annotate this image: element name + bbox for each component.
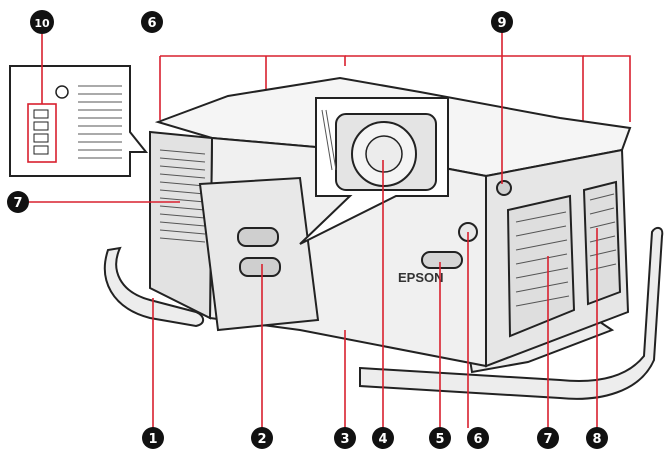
callout-5: 5 bbox=[429, 427, 451, 449]
svg-text:6: 6 bbox=[473, 432, 482, 447]
svg-text:9: 9 bbox=[497, 16, 506, 31]
svg-text:7: 7 bbox=[543, 432, 552, 447]
callout-7-left: 7 bbox=[7, 191, 29, 213]
callout-2: 2 bbox=[251, 427, 273, 449]
right-side-vent bbox=[506, 180, 622, 338]
callout-8: 8 bbox=[586, 427, 608, 449]
lens-cover bbox=[198, 176, 320, 332]
lens-inset bbox=[299, 97, 449, 245]
callout-6-bottom: 6 bbox=[467, 427, 489, 449]
svg-text:4: 4 bbox=[378, 432, 387, 447]
brand-label: EPSON bbox=[398, 270, 444, 285]
svg-text:7: 7 bbox=[13, 196, 22, 211]
svg-text:10: 10 bbox=[34, 17, 50, 30]
callout-4: 4 bbox=[372, 427, 394, 449]
leader-lines bbox=[26, 30, 598, 428]
callout-1: 1 bbox=[142, 427, 164, 449]
left-vent-grille bbox=[159, 149, 206, 243]
svg-text:5: 5 bbox=[435, 432, 444, 447]
top-bracket-lines bbox=[159, 55, 631, 142]
svg-text:3: 3 bbox=[340, 432, 349, 447]
callout-9: 9 bbox=[491, 11, 513, 33]
svg-text:1: 1 bbox=[148, 432, 157, 447]
svg-text:6: 6 bbox=[147, 16, 156, 31]
callout-7-bottom: 7 bbox=[537, 427, 559, 449]
svg-text:2: 2 bbox=[257, 432, 266, 447]
callout-3: 3 bbox=[334, 427, 356, 449]
callout-10: 10 bbox=[30, 10, 54, 34]
svg-text:8: 8 bbox=[592, 432, 601, 447]
indicator-inset bbox=[9, 65, 149, 177]
callout-6-top: 6 bbox=[141, 11, 163, 33]
